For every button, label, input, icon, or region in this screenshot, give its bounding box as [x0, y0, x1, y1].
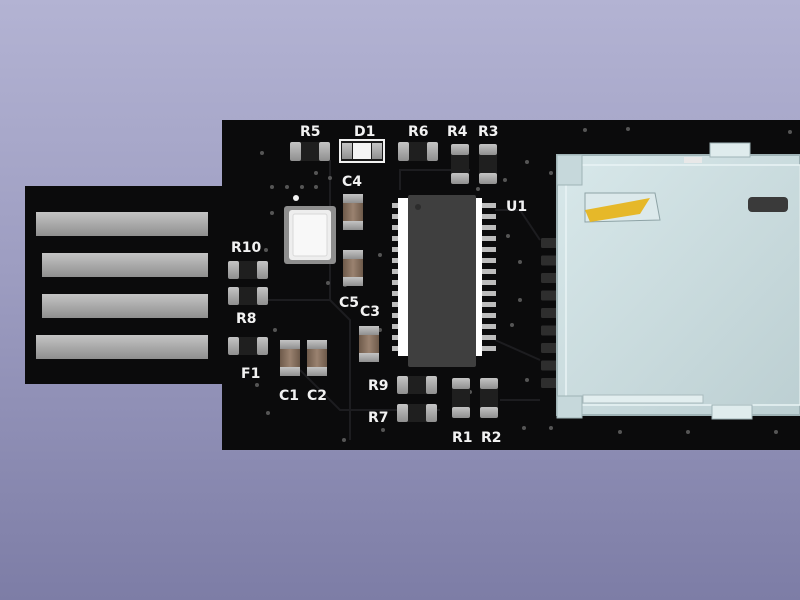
- ic-pin: [474, 225, 496, 230]
- ic-pin: [474, 214, 496, 219]
- ic-pin: [474, 313, 496, 318]
- resistor-r5: [290, 142, 330, 161]
- ic-pin: [474, 324, 496, 329]
- usb-contact-2: [42, 253, 208, 277]
- label-r6: R6: [408, 124, 429, 140]
- resistor-r4: [451, 144, 469, 184]
- label-r4: R4: [447, 124, 468, 140]
- usb-contact-1: [36, 212, 208, 236]
- resistor-r8: [228, 287, 268, 305]
- capacitor-c3: [359, 326, 379, 362]
- resistor-r10: [228, 261, 268, 279]
- label-c3: C3: [360, 304, 380, 320]
- ic-pin: [474, 335, 496, 340]
- resistor-r1: [452, 378, 470, 418]
- usb-plug: [25, 186, 230, 384]
- label-r10: R10: [231, 240, 262, 256]
- label-c5: C5: [339, 295, 359, 311]
- capacitor-c1: [280, 340, 300, 376]
- label-r7: R7: [368, 410, 389, 426]
- usb-contact-3: [42, 294, 208, 318]
- resistor-r2: [480, 378, 498, 418]
- label-u1: U1: [506, 199, 527, 215]
- led-d1: [339, 139, 385, 163]
- label-r2: R2: [481, 430, 502, 446]
- capacitor-c4: [343, 194, 363, 230]
- vias: [255, 127, 792, 442]
- ic-pin: [474, 280, 496, 285]
- crystal-oscillator: [284, 195, 336, 264]
- resistor-r7: [397, 404, 437, 422]
- ic-pin: [474, 269, 496, 274]
- label-r8: R8: [236, 311, 257, 327]
- label-c4: C4: [342, 174, 362, 190]
- silkscreen-labels: R5 D1 R6 R4 R3 C4 U1 R10 C5 C3 R8 F1 C1 …: [231, 124, 527, 446]
- resistor-r9: [397, 376, 437, 394]
- ic-pin: [474, 346, 496, 351]
- resistor-r6: [398, 142, 438, 161]
- label-c2: C2: [307, 388, 327, 404]
- ic-pin: [474, 291, 496, 296]
- label-r1: R1: [452, 430, 473, 446]
- capacitor-c2: [307, 340, 327, 376]
- usb-contact-4: [36, 335, 208, 359]
- ic-u1: [392, 195, 496, 367]
- fuse-f1: [228, 337, 268, 355]
- capacitor-c5: [343, 250, 363, 286]
- label-r3: R3: [478, 124, 499, 140]
- label-r9: R9: [368, 378, 389, 394]
- ic-pin: [474, 236, 496, 241]
- label-f1: F1: [241, 366, 260, 382]
- ic-pin: [474, 302, 496, 307]
- ic-pin: [474, 203, 496, 208]
- label-c1: C1: [279, 388, 299, 404]
- label-d1: D1: [354, 124, 375, 140]
- ic-pin: [474, 247, 496, 252]
- microsd-socket: [541, 142, 800, 420]
- resistor-r3: [479, 144, 497, 184]
- label-r5: R5: [300, 124, 321, 140]
- ic-pin: [474, 258, 496, 263]
